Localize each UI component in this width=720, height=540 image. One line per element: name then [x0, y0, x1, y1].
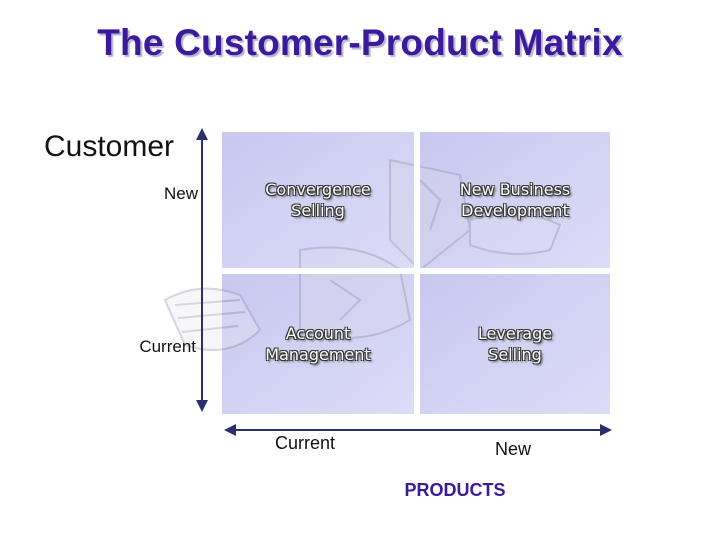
quadrant-bottom-left	[222, 274, 414, 414]
cell-leverage-selling: Leverage Selling	[420, 274, 610, 414]
cell-label: Convergence Selling	[265, 180, 371, 220]
product-level-new: New	[494, 439, 531, 459]
quadrant-bottom-right	[420, 274, 610, 414]
quadrant-top-right	[420, 132, 610, 268]
cell-new-business-development: New Business Development	[420, 132, 610, 268]
products-axis-title: PRODUCTS	[404, 480, 506, 500]
customer-level-current: Current	[139, 337, 196, 356]
customer-axis-arrow	[196, 128, 208, 412]
customer-level-new: New	[163, 184, 198, 203]
quadrant-top-left	[222, 132, 414, 268]
customer-axis-title: Customer	[44, 130, 175, 163]
cell-account-management: Account Management	[222, 274, 414, 414]
product-level-current: Current	[274, 433, 336, 453]
cell-label: Leverage Selling	[477, 324, 553, 364]
page-title: The Customer-Product Matrix	[97, 22, 623, 63]
cell-label: New Business Development	[459, 180, 571, 220]
cell-label: Account Management	[265, 324, 371, 364]
products-axis-arrow	[224, 424, 612, 436]
cell-convergence-selling: Convergence Selling	[222, 132, 414, 268]
